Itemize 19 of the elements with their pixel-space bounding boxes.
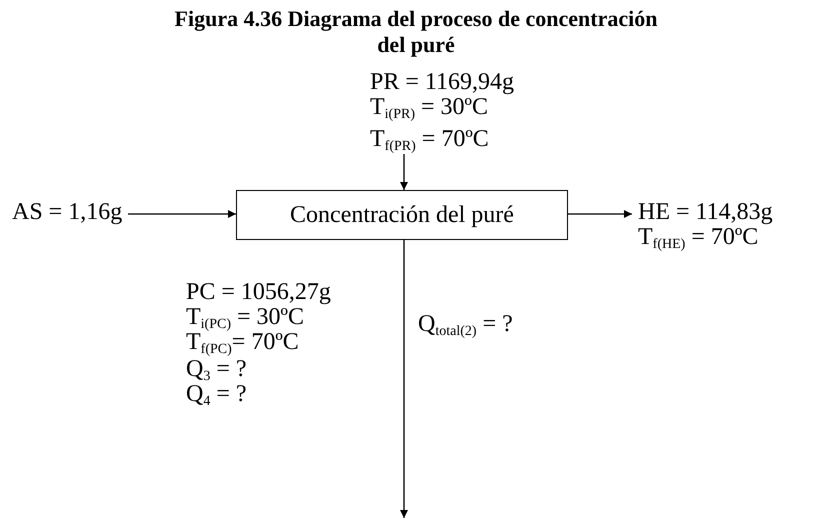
arrow xyxy=(128,210,236,218)
stream-label: Q$_{total(2)}$ = ? xyxy=(418,312,513,341)
arrow xyxy=(568,210,632,218)
figure-title: Figura 4.36 Diagrama del proceso de concentración del puré xyxy=(174,6,658,58)
stream-label: AS = 1,16g xyxy=(12,200,124,225)
process-label: Concentración del puré xyxy=(290,202,514,228)
stream-label: Q$_{4}$ = ? xyxy=(186,382,247,411)
stream-label: HE = 114,83g xyxy=(638,200,774,225)
stream-label: T$_{f(HE)}$ = 70ºC xyxy=(638,225,758,254)
process-box xyxy=(236,190,568,240)
stream-label: T$_{f(PR)}$ = 70ºC xyxy=(370,127,490,156)
stream-label: T$_{f(PC)}$= 70ºC xyxy=(186,330,299,359)
stream-label: Q$_{3}$ = ? xyxy=(186,357,247,385)
stream-label: PR = 1169,94g xyxy=(370,70,515,95)
stream-label: PC = 1056,27g xyxy=(186,280,331,305)
stream-label: T$_{i(PC)}$ = 30ºC xyxy=(186,305,304,333)
stream-label: T$_{i(PR)}$ = 30ºC xyxy=(370,95,488,124)
arrow xyxy=(400,240,408,518)
arrow xyxy=(400,154,408,190)
